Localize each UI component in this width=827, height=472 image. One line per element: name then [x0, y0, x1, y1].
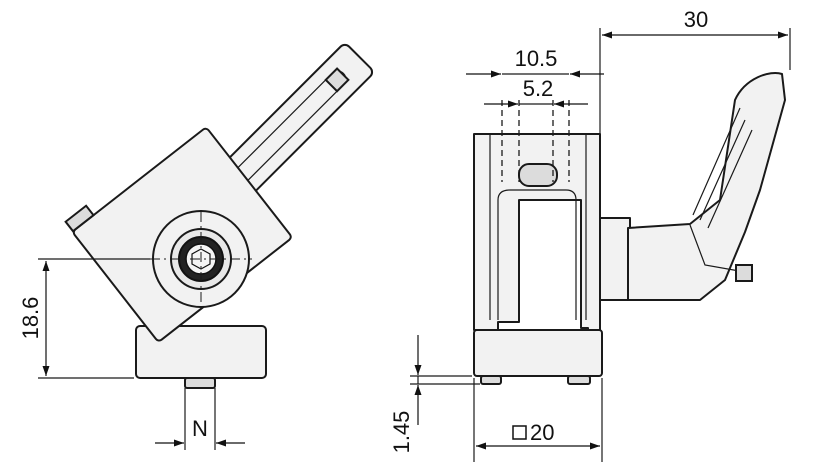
- square-symbol-icon: [512, 425, 527, 440]
- front-hex-socket: [191, 248, 211, 270]
- front-slot-nut: [184, 377, 216, 389]
- dimension-slot: N: [192, 416, 208, 441]
- side-handle: [599, 72, 786, 301]
- dimension-base-offset: 1.45: [389, 411, 414, 454]
- dimension-profile-size: 20: [530, 420, 554, 445]
- dimension-height: 18.6: [18, 297, 43, 340]
- front-view: 18.6 N: [18, 43, 374, 450]
- side-view: 30 10.5 5.2 1.45 20: [389, 7, 791, 462]
- dimension-inner-slot: 5.2: [523, 76, 554, 101]
- dimension-total-depth: 30: [684, 7, 708, 32]
- side-base-block: [473, 329, 603, 377]
- dimension-outer-slot: 10.5: [515, 46, 558, 71]
